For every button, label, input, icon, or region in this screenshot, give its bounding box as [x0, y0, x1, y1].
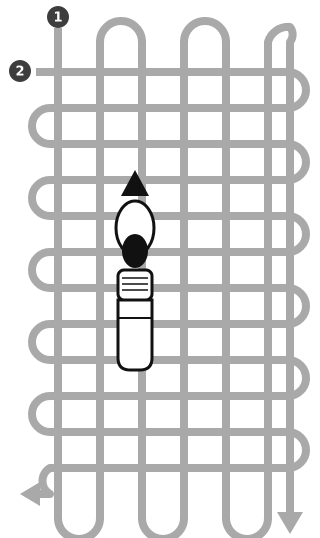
step-1-badge: 1: [47, 6, 69, 28]
step-2-badge-circle: [9, 60, 31, 82]
motorcycle-rear-body: [116, 298, 154, 372]
heading-arrow-icon: [121, 170, 149, 196]
step-1-number: 1: [53, 11, 62, 26]
step-1-badge-circle: [47, 6, 69, 28]
down-arrow-head-icon: [277, 512, 303, 534]
step-2-number: 2: [15, 65, 24, 80]
left-arrow-head-icon: [20, 482, 40, 506]
motorcycle-seat: [116, 268, 154, 302]
horizontal-serpentine-line: [28, 68, 310, 498]
vertical-serpentine-path: [54, 17, 303, 538]
step-2-badge: 2: [9, 60, 31, 82]
rider-helmet-icon: [122, 234, 148, 268]
vertical-serpentine-line: [54, 17, 297, 538]
motorcycle-icon: [114, 170, 156, 372]
horizontal-serpentine-path: [20, 68, 310, 506]
